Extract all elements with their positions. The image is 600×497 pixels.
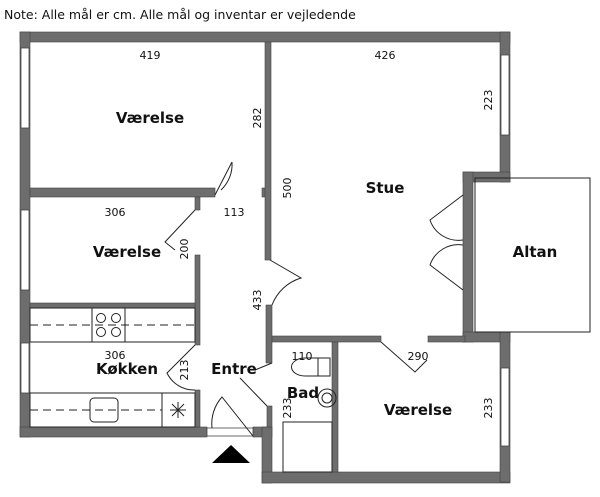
bath-fixtures [282, 357, 337, 473]
room-label: Værelse [116, 109, 184, 127]
dim: 500 [281, 178, 294, 199]
dim: 223 [482, 90, 495, 111]
room-label: Værelse [93, 243, 161, 261]
balcony-outline [474, 177, 591, 333]
shower-outline [282, 421, 333, 473]
dim: 306 [105, 349, 126, 362]
room-label: Værelse [384, 401, 452, 419]
star-icon [170, 402, 186, 418]
basin-icon [317, 388, 337, 408]
dim: 419 [140, 49, 161, 62]
dim: 282 [251, 108, 264, 129]
dim: 113 [224, 206, 245, 219]
kitchen-fixtures [29, 307, 196, 428]
room-label: Bad [287, 384, 319, 402]
doors [164, 161, 464, 437]
room-label: Stue [366, 179, 405, 197]
dim: 233 [482, 398, 495, 419]
stove-icon [91, 307, 126, 343]
dim: 306 [105, 206, 126, 219]
dim: 433 [251, 290, 264, 311]
toilet-icon [291, 357, 331, 377]
entrance-arrow-icon [212, 445, 250, 463]
room-label: Køkken [96, 360, 158, 378]
room-label: Altan [513, 243, 558, 261]
sink-icon [89, 397, 119, 423]
note-text: Note: Alle mål er cm. Alle mål og invent… [4, 7, 356, 22]
dim: 110 [292, 350, 313, 363]
windows [20, 47, 510, 447]
dim: 426 [375, 49, 396, 62]
dim: 213 [178, 360, 191, 381]
dim: 233 [281, 398, 294, 419]
room-label: Entre [211, 360, 257, 378]
dim: 200 [178, 239, 191, 260]
dim: 290 [408, 350, 429, 363]
